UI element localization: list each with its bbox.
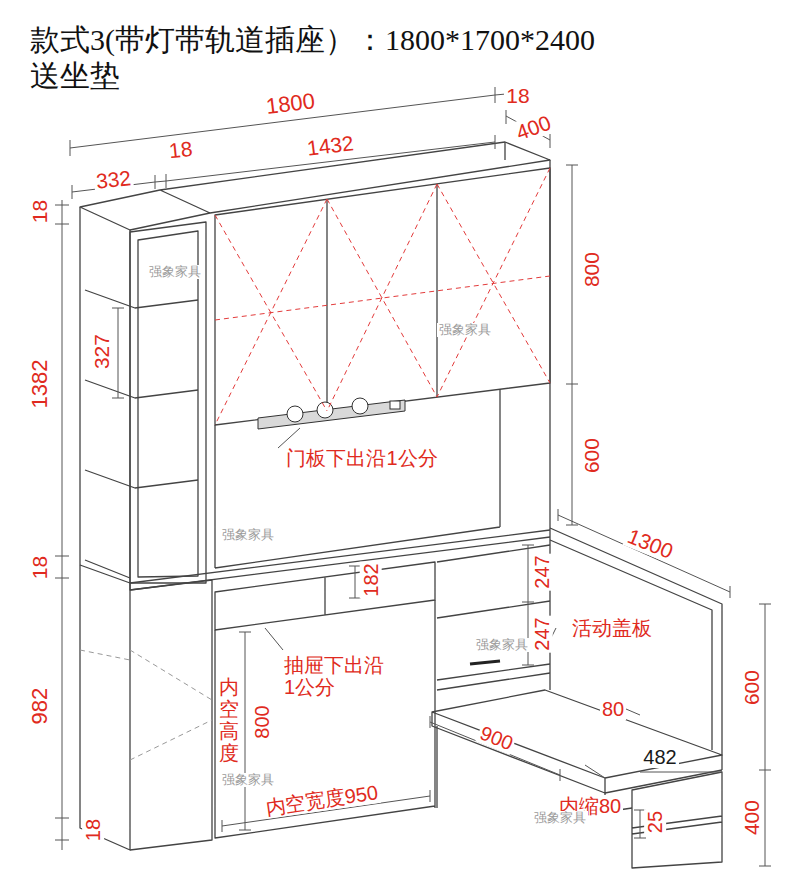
watermark: 强象家具 [474, 638, 530, 652]
watermark: 强象家具 [532, 811, 588, 825]
socket [287, 406, 303, 422]
dimension-label: 482 [641, 746, 678, 768]
dimension-label: 80 [600, 698, 626, 720]
bookshelf-frame [130, 222, 206, 583]
dimension-label: 18 [28, 198, 51, 225]
bench-drawers [632, 772, 722, 868]
vertical-note: 内空高度 [217, 676, 241, 764]
drawer-handle [470, 661, 500, 664]
dimension-label: 332 [93, 166, 134, 193]
dimension-label: 182 [360, 561, 382, 598]
cabinet-hidden-lines [80, 650, 212, 760]
dimension-label: 982 [28, 686, 52, 727]
dimension-lines [55, 87, 771, 866]
dimension-label: 327 [90, 332, 113, 371]
dimension-label: 18 [82, 817, 104, 843]
drawer-fronts [215, 562, 435, 630]
note-label: 活动盖板 [570, 617, 654, 639]
desk-top [80, 530, 550, 590]
dimension-label: 400 [740, 798, 763, 837]
dimension-label: 1800 [262, 89, 318, 119]
dimension-label: 18 [28, 554, 51, 581]
dimension-label: 内空宽度950 [262, 781, 381, 819]
watermark: 强象家具 [220, 528, 276, 542]
dimension-label: 900 [476, 721, 519, 755]
dimension-label: 800 [251, 703, 273, 740]
dimension-label: 800 [580, 250, 603, 289]
socket [352, 398, 368, 414]
dimension-label: 18 [166, 137, 196, 163]
lower-left-cabinet [130, 580, 212, 850]
door-swing-lines [215, 168, 550, 425]
note-label: 门板下出沿1公分 [284, 447, 439, 469]
socket-track [258, 398, 405, 429]
dimension-label: 25 [644, 809, 666, 835]
dimension-label: 247 [531, 553, 553, 590]
dimension-label: 600 [740, 668, 763, 707]
bench-seat [432, 690, 722, 793]
watermark: 强象家具 [437, 323, 493, 337]
track-bar [258, 400, 405, 429]
dimension-label: 18 [504, 84, 531, 107]
upper-doors [215, 168, 550, 425]
dimension-label: 1432 [303, 131, 356, 160]
title: 款式3(带灯带轨道插座）：1800*1700*2400 送坐垫 [30, 22, 601, 94]
bookshelf-shelves [85, 290, 198, 578]
dimension-label: 247 [531, 615, 553, 652]
switch [390, 401, 400, 409]
dimension-label: 1300 [622, 524, 678, 564]
knee-space [215, 600, 435, 838]
watermark: 强象家具 [147, 265, 203, 279]
leader-lines [265, 428, 556, 650]
dimension-label: 600 [580, 436, 603, 475]
note-label: 抽屉下出沿 1公分 [282, 654, 392, 698]
bench-back-panel [550, 528, 722, 770]
watermark: 强象家具 [220, 773, 276, 787]
dimension-label: 1382 [28, 358, 52, 411]
